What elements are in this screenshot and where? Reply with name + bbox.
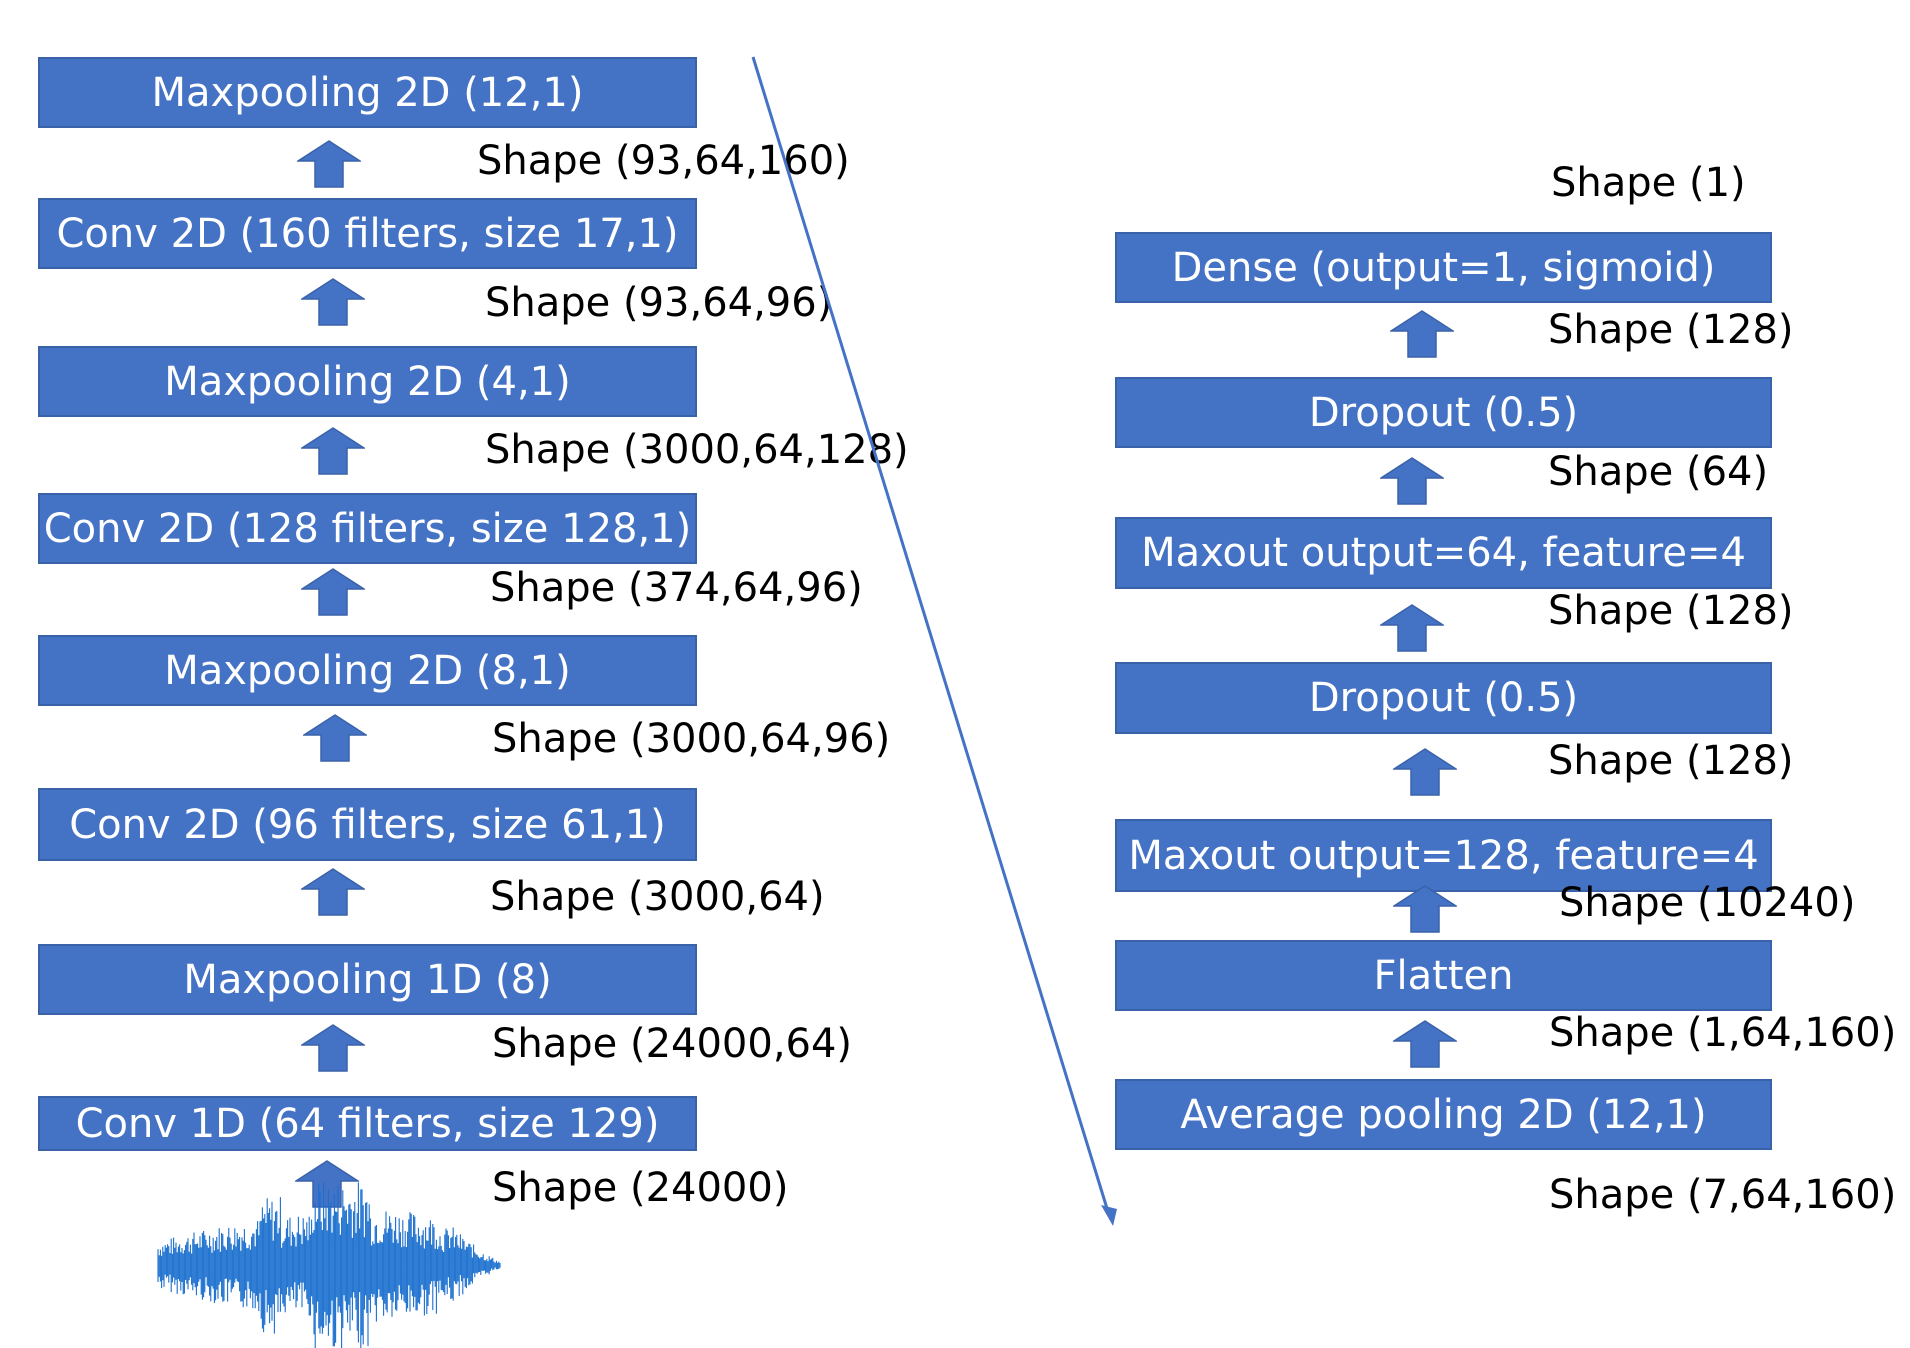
layer-box-conv-2d-128: Conv 2D (128 filters, size 128,1) [38,493,697,564]
shape-label: Shape (3000,64,96) [492,716,891,762]
up-arrow-icon [301,278,365,326]
layer-box-maxout-128: Maxout output=128, feature=4 [1115,819,1772,892]
shape-label: Shape (24000,64) [492,1021,853,1067]
up-arrow-icon [301,568,365,616]
layer-box-dense: Dense (output=1, sigmoid) [1115,232,1772,303]
shape-label: Shape (10240) [1559,880,1856,926]
up-arrow-icon [301,868,365,916]
shape-label: Shape (374,64,96) [490,565,863,611]
up-arrow-icon [295,1160,359,1208]
up-arrow-icon [303,714,367,762]
up-arrow-icon [1380,457,1444,505]
connector-line [751,56,1111,1216]
layer-box-flatten: Flatten [1115,940,1772,1011]
layer-box-average-pooling: Average pooling 2D (12,1) [1115,1079,1772,1150]
shape-label: Shape (3000,64,128) [485,427,909,473]
up-arrow-icon [1393,748,1457,796]
up-arrow-icon [1390,310,1454,358]
shape-label: Shape (1,64,160) [1549,1010,1897,1056]
shape-label: Shape (128) [1548,307,1794,353]
shape-label: Shape (128) [1548,588,1794,634]
up-arrow-icon [297,140,361,188]
layer-box-maxpooling-2d-8: Maxpooling 2D (8,1) [38,635,697,706]
shape-label: Shape (128) [1548,738,1794,784]
shape-label: Shape (93,64,160) [477,138,850,184]
layer-box-maxpooling-1d-8: Maxpooling 1D (8) [38,944,697,1015]
layer-box-maxout-64: Maxout output=64, feature=4 [1115,517,1772,589]
shape-label: Shape (3000,64) [490,874,825,920]
layer-box-conv-2d-96: Conv 2D (96 filters, size 61,1) [38,788,697,861]
layer-box-maxpooling-2d-12: Maxpooling 2D (12,1) [38,57,697,128]
layer-box-conv-2d-160: Conv 2D (160 filters, size 17,1) [38,198,697,269]
shape-label: Shape (64) [1548,449,1769,495]
connector-arrowhead-icon [1101,1205,1117,1226]
up-arrow-icon [1393,1020,1457,1068]
shape-label: Shape (93,64,96) [485,280,833,326]
up-arrow-icon [1393,885,1457,933]
up-arrow-icon [301,427,365,475]
layer-box-dropout-1: Dropout (0.5) [1115,377,1772,448]
up-arrow-icon [301,1024,365,1072]
up-arrow-icon [1380,604,1444,652]
shape-label: Shape (1) [1551,160,1746,206]
layer-box-conv-1d-64: Conv 1D (64 filters, size 129) [38,1096,697,1151]
layer-box-maxpooling-2d-4: Maxpooling 2D (4,1) [38,346,697,417]
shape-label: Shape (24000) [492,1165,789,1211]
shape-label: Shape (7,64,160) [1549,1172,1897,1218]
layer-box-dropout-2: Dropout (0.5) [1115,662,1772,734]
audio-waveform-icon [157,1181,501,1348]
